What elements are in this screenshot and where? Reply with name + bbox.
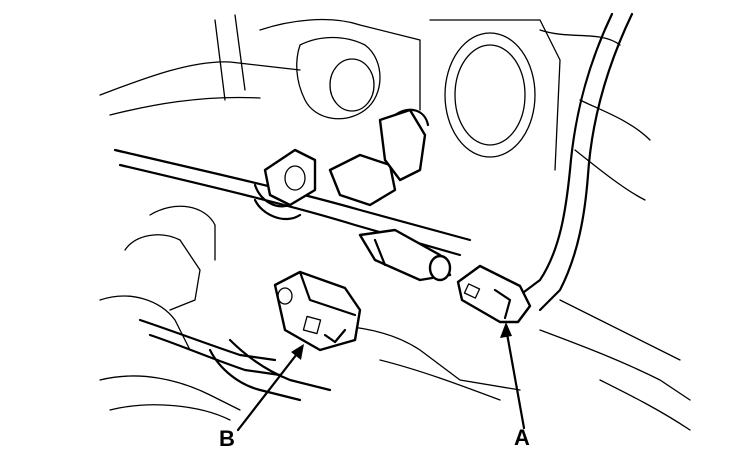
callout-label-a: A bbox=[514, 425, 530, 450]
leader-line-b bbox=[236, 348, 302, 432]
middle-connector bbox=[358, 228, 452, 282]
leader-lines bbox=[236, 322, 526, 432]
hose-a bbox=[518, 12, 634, 312]
engine-background-outline bbox=[99, 14, 691, 431]
leader-line-a bbox=[504, 326, 526, 430]
main-pipe bbox=[113, 148, 472, 257]
left-hoses bbox=[138, 318, 332, 402]
callout-label-b: B bbox=[219, 426, 235, 451]
bracket-cluster bbox=[263, 108, 430, 207]
connector-b bbox=[273, 270, 362, 352]
arrowhead-a bbox=[500, 322, 512, 338]
connector-a bbox=[456, 264, 532, 324]
arrowhead-b bbox=[291, 344, 304, 360]
